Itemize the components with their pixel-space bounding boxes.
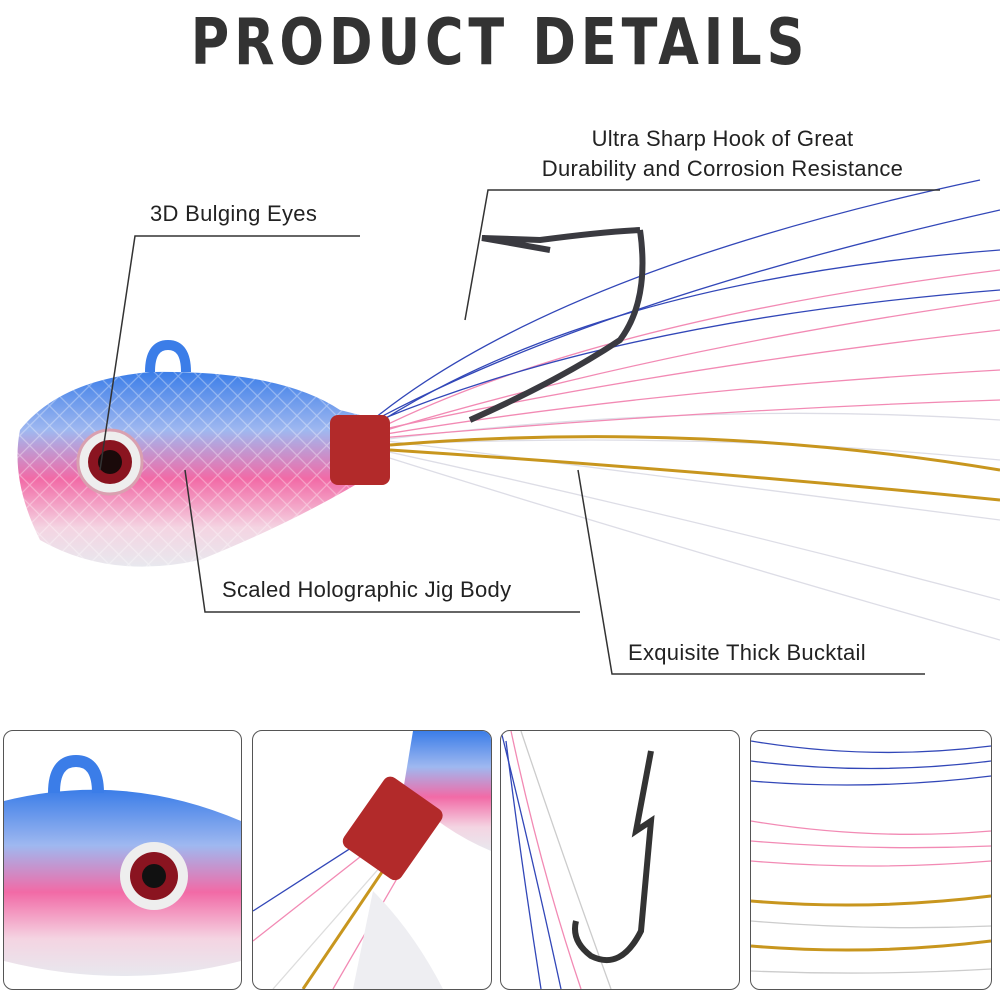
hook [468, 227, 646, 423]
callout-eyes: 3D Bulging Eyes [150, 201, 318, 226]
callout-body: Scaled Holographic Jig Body [222, 577, 512, 602]
thumbnail-bucktail [750, 730, 992, 990]
callout-hook-line1: Ultra Sharp Hook of Great [591, 126, 854, 151]
callout-bucktail: Exquisite Thick Bucktail [628, 640, 866, 665]
callout-hook: Ultra Sharp Hook of Great Durability and… [505, 124, 940, 184]
thumbnail-head [3, 730, 242, 990]
bucktail-fibers [374, 179, 1000, 641]
line-tie-eye [145, 339, 191, 373]
callout-hook-line2: Durability and Corrosion Resistance [541, 156, 904, 181]
red-thread-wrap [330, 415, 390, 485]
thumbnail-thread-wrap [252, 730, 492, 990]
callout-lines [99, 189, 940, 675]
page-title: PRODUCT DETAILS [190, 6, 810, 80]
thumbnail-hook [500, 730, 740, 990]
lure-illustration [17, 179, 1000, 675]
